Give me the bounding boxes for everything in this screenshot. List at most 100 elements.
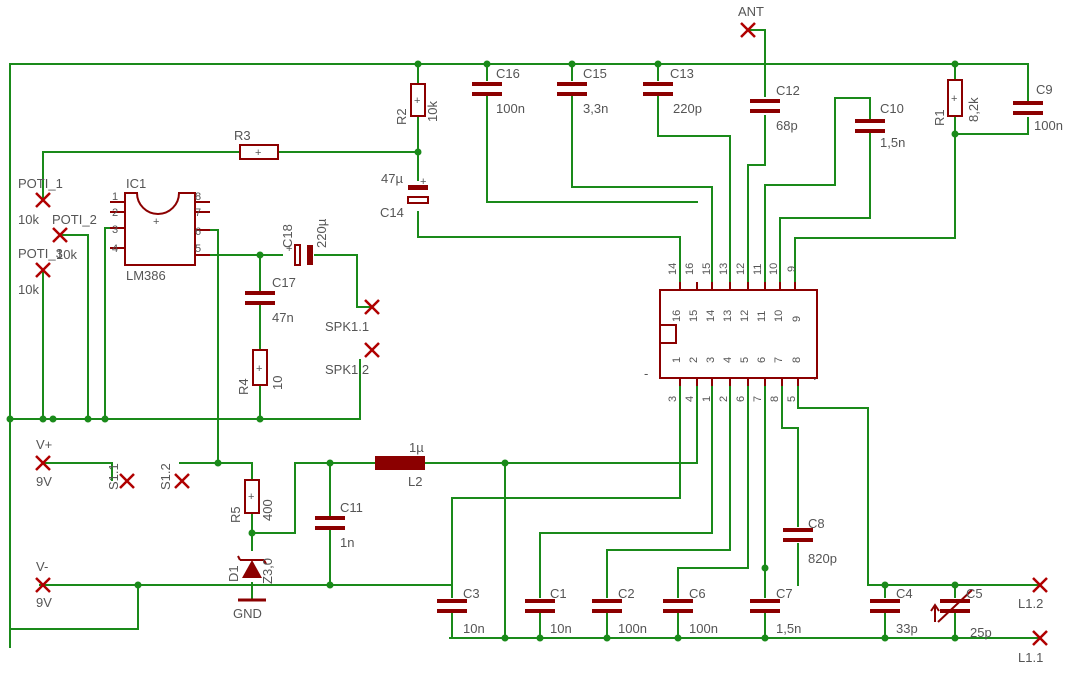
svg-text:+: + [255,147,261,159]
capacitor-c11: C11 1n [315,500,363,550]
main-ic-outer-pin: 14 [667,263,679,275]
ic1-pin: 1 [112,191,118,203]
svg-text:100n: 100n [1034,118,1063,133]
svg-text:C17: C17 [272,275,296,290]
main-ic-inner-pin: 16 [671,310,683,322]
svg-text:R1: R1 [932,109,947,126]
svg-text:C13: C13 [670,66,694,81]
svg-text:Z3,0: Z3,0 [260,558,275,584]
svg-text:+: + [153,216,159,228]
main-ic-outer-pin: 5 [786,396,798,402]
main-ic: . - 16 15 14 13 12 11 10 9 1 2 3 4 5 6 7… [644,263,818,402]
svg-text:1,5n: 1,5n [880,135,905,150]
connector-vplus: V+ 9V [35,437,52,489]
svg-text:+: + [414,95,420,107]
svg-text:C4: C4 [896,586,913,601]
svg-text:C8: C8 [808,516,825,531]
svg-text:100n: 100n [496,101,525,116]
svg-text:C14: C14 [380,205,404,220]
resistor-r5: + R5 400 [228,479,275,523]
main-ic-minus-mark: - [644,366,648,381]
resistor-r3: + R3 [234,128,279,160]
svg-text:68p: 68p [776,118,798,133]
svg-text:10n: 10n [550,621,572,636]
ic1-value: LM386 [126,268,166,283]
svg-text:GND: GND [233,606,262,621]
main-ic-outer-pin: 3 [667,396,679,402]
svg-text:C15: C15 [583,66,607,81]
ic1-pin: 2 [112,207,118,219]
svg-text:+: + [256,363,262,375]
connector-s1-1: S1.1 [106,463,135,490]
svg-text:R3: R3 [234,128,251,143]
capacitor-c8: C8 820p [783,516,837,566]
main-ic-inner-pin: 11 [756,311,768,322]
connector-poti3: POTI_3 10k [18,246,63,297]
capacitor-c12: C12 68p [750,83,800,133]
inductor-l2: 1µ L2 [375,440,425,489]
main-ic-inner-pin: 10 [773,310,785,322]
main-ic-inner-pin: 6 [756,357,768,363]
wires [9,29,1041,648]
capacitor-c16: C16 100n [472,66,525,116]
resistor-r1: + R1 8,2k [932,79,981,126]
svg-text:9V: 9V [36,595,52,610]
gnd-symbol: GND [233,598,266,621]
svg-text:33p: 33p [896,621,918,636]
svg-text:D1: D1 [226,565,241,582]
svg-text:8,2k: 8,2k [966,97,981,122]
svg-text:25p: 25p [970,625,992,640]
svg-text:10k: 10k [425,101,440,122]
svg-text:C18: C18 [280,224,295,248]
svg-text:R4: R4 [236,378,251,395]
connector-l1-2: L1.2 [1018,577,1048,611]
main-ic-outer-pin: 11 [752,264,764,275]
svg-text:10k: 10k [56,247,77,262]
main-ic-pin-ticks [679,282,799,386]
ic1-pin: 8 [195,191,201,203]
main-ic-outer-pin: 16 [684,263,696,275]
capacitor-c9: C9 100n [1013,82,1063,133]
svg-text:R5: R5 [228,506,243,523]
svg-text:47n: 47n [272,310,294,325]
svg-text:C3: C3 [463,586,480,601]
svg-text:10: 10 [270,376,285,390]
svg-text:S1.2: S1.2 [158,463,173,490]
main-ic-outer-pin: 13 [718,263,730,275]
svg-text:L1.2: L1.2 [1018,596,1043,611]
svg-text:L1.1: L1.1 [1018,650,1043,665]
capacitor-c7: C7 1,5n [750,586,801,636]
main-ic-outer-pin: 12 [735,263,747,275]
svg-text:+: + [420,176,426,188]
main-ic-outer-pin: 2 [718,396,730,402]
svg-text:V+: V+ [36,437,52,452]
ic1-pin: 6 [195,226,201,238]
svg-text:SPK1.2: SPK1.2 [325,362,369,377]
connector-ant: ANT [738,4,764,38]
main-ic-inner-pin: 7 [773,357,785,363]
ic1-ref: IC1 [126,176,146,191]
svg-text:1n: 1n [340,535,354,550]
svg-text:1µ: 1µ [409,440,424,455]
svg-text:L2: L2 [408,474,422,489]
resistor-r2: + R2 10k [394,83,440,125]
svg-text:10k: 10k [18,212,39,227]
capacitor-c15: C15 3,3n [557,66,608,116]
svg-text:9V: 9V [36,474,52,489]
main-ic-inner-pin: 5 [739,357,751,363]
svg-text:C11: C11 [340,500,363,515]
svg-text:SPK1.1: SPK1.1 [325,319,369,334]
ic1-pin: 3 [112,224,118,236]
resistor-r4: + R4 10 [236,349,285,395]
svg-text:10n: 10n [463,621,485,636]
main-ic-outer-pin: 9 [786,266,798,272]
svg-text:C12: C12 [776,83,800,98]
main-ic-inner-pin: 4 [722,357,734,363]
connector-vminus: V- 9V [35,559,52,610]
svg-text:R2: R2 [394,108,409,125]
svg-text:C2: C2 [618,586,635,601]
svg-text:+: + [286,243,292,255]
capacitor-c13: C13 220p [643,66,702,116]
connector-poti2: POTI_2 10k [52,212,97,262]
svg-text:100n: 100n [618,621,647,636]
